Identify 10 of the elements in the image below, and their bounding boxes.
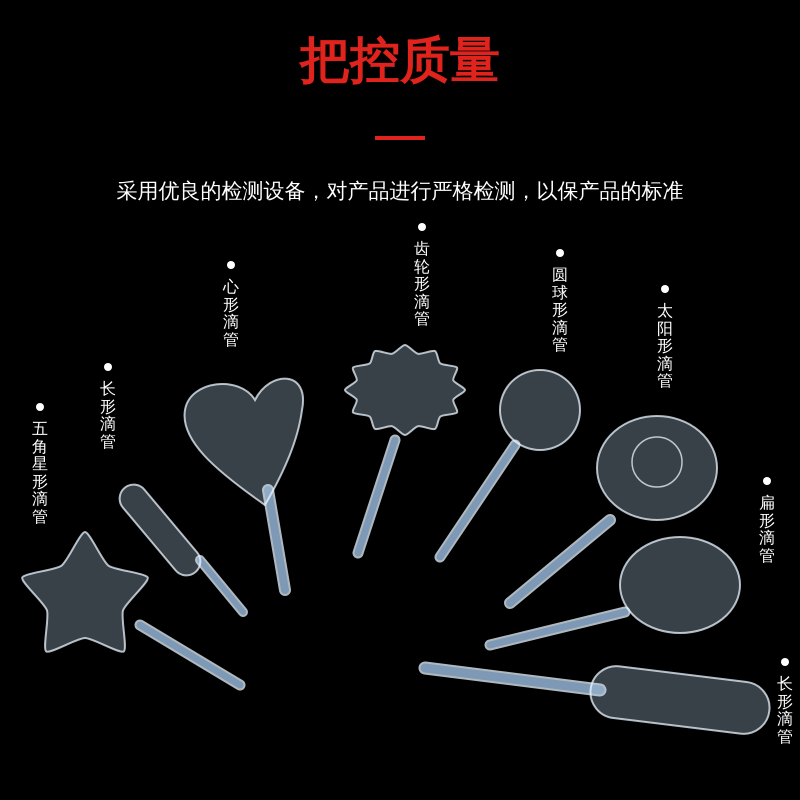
product-label: 齿轮形滴管 bbox=[414, 240, 430, 328]
product-label: 太阳形滴管 bbox=[657, 302, 673, 390]
product-label: 五角星形滴管 bbox=[32, 420, 48, 526]
product-label: 长形滴管 bbox=[777, 675, 793, 746]
product-label: 扁形滴管 bbox=[759, 494, 775, 564]
product-label: 长形滴管 bbox=[100, 380, 116, 450]
product-label: 心形滴管 bbox=[223, 278, 239, 348]
title: 把控质量 bbox=[298, 30, 501, 90]
product-label: 圆球形滴管 bbox=[552, 266, 568, 354]
subtitle: 采用优良的检测设备，对产品进行严格检测，以保产品的标准 bbox=[116, 178, 684, 205]
